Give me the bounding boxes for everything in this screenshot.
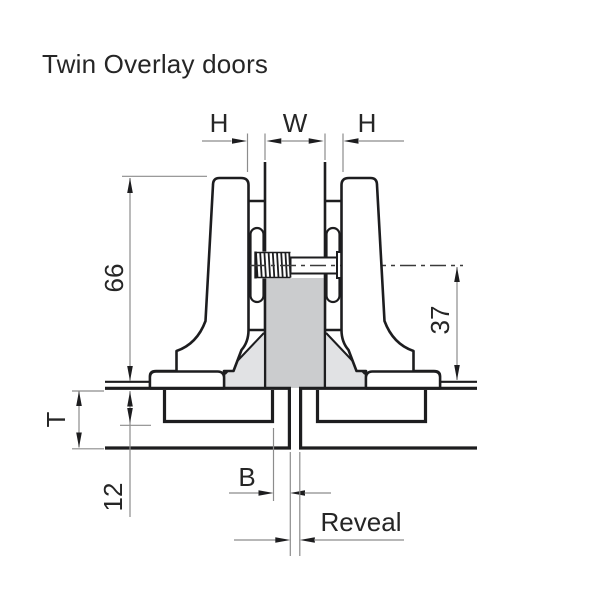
- arrowhead: [76, 432, 82, 448]
- dim-label-drilling-depth: 12: [98, 483, 128, 512]
- dim-label-hinge-height: 66: [99, 264, 129, 293]
- arrowhead: [127, 178, 133, 193]
- dim-label-overlay-right: H: [358, 108, 377, 138]
- left-hinge-arm: [148, 176, 250, 390]
- door-sections: [105, 386, 477, 450]
- dim-label-drilling-distance: B: [238, 462, 255, 492]
- arrowhead: [454, 365, 460, 380]
- arrowhead: [127, 408, 133, 423]
- arrowhead: [275, 537, 291, 543]
- right-cup-recess: [315, 390, 428, 424]
- dimension-annotations: H W H 66 37 T 12 B: [41, 108, 460, 556]
- right-door-outline: [299, 386, 477, 450]
- left-boss-fill: [225, 333, 264, 388]
- arrowhead: [258, 490, 274, 496]
- dim-label-overlay-left: H: [210, 108, 229, 138]
- partition-fill: [266, 278, 324, 388]
- right-boss-fill: [326, 333, 365, 388]
- left-cup-flange: [148, 370, 226, 390]
- cup-flanges: [148, 370, 442, 390]
- arrowhead: [343, 138, 359, 144]
- dim-label-plate-center: 37: [425, 306, 455, 335]
- arrowhead: [127, 366, 133, 381]
- left-door-outline: [105, 386, 291, 450]
- left-cup-recess: [162, 390, 275, 424]
- right-hinge-arm: [340, 176, 442, 390]
- arrowhead: [266, 138, 282, 144]
- dim-label-reveal: Reveal: [321, 507, 402, 537]
- dim-label-door-thickness: T: [41, 411, 71, 427]
- page-title: Twin Overlay doors: [42, 49, 268, 79]
- arrowhead: [299, 537, 315, 543]
- arrowhead: [127, 391, 133, 407]
- hinge-cup-bosses: [224, 332, 366, 388]
- arrowhead: [76, 391, 82, 406]
- dim-label-partition-width: W: [283, 108, 308, 138]
- arrowhead: [290, 490, 305, 496]
- arrowhead: [232, 138, 247, 144]
- right-cup-flange: [364, 370, 442, 390]
- arrowhead: [454, 267, 460, 282]
- arrowhead: [308, 138, 324, 144]
